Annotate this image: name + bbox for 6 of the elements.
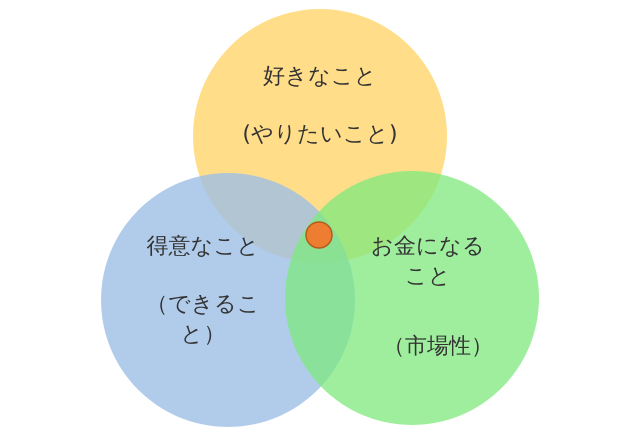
circle-subtitle: （市場性） bbox=[382, 333, 494, 361]
circle-subtitle: (やりたいこと) bbox=[241, 121, 399, 149]
circle-subtitle: （できること） bbox=[145, 291, 261, 349]
circle-heading: 好きなこと bbox=[262, 63, 378, 91]
circle-heading: お金になること bbox=[370, 233, 486, 291]
circle-heading: 得意なこと bbox=[146, 233, 260, 261]
